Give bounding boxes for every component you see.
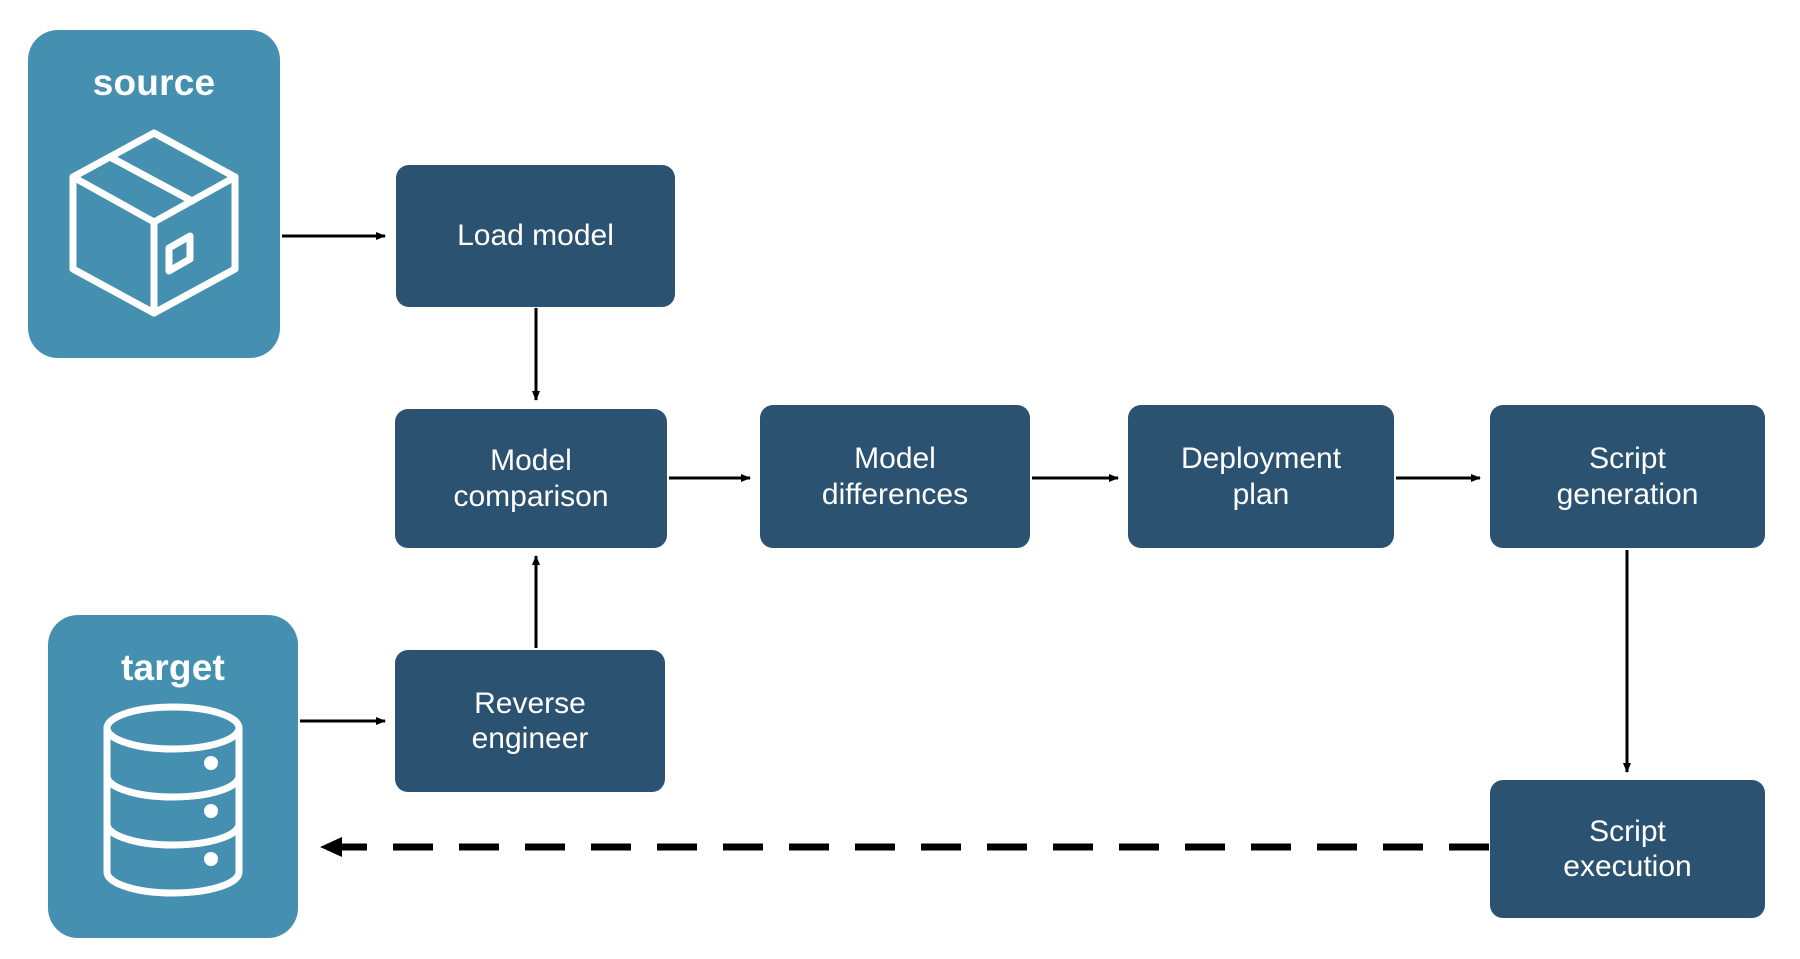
- process-script-execution[interactable]: Script execution: [1490, 780, 1765, 918]
- process-load-model[interactable]: Load model: [396, 165, 675, 307]
- package-box-icon: [59, 119, 249, 324]
- process-model-differences-label: Model differences: [821, 442, 969, 511]
- process-model-comparison[interactable]: Model comparison: [395, 409, 667, 548]
- process-script-execution-label: Script execution: [1563, 814, 1692, 883]
- process-deployment-plan[interactable]: Deployment plan: [1128, 405, 1394, 548]
- source-node-label: source: [92, 62, 216, 103]
- source-node[interactable]: source: [28, 30, 280, 358]
- process-model-differences[interactable]: Model differences: [760, 405, 1030, 548]
- process-reverse-engineer[interactable]: Reverse engineer: [395, 650, 665, 792]
- process-reverse-engineer-label: Reverse engineer: [471, 686, 589, 755]
- process-script-generation-label: Script generation: [1556, 442, 1699, 511]
- process-model-comparison-label: Model comparison: [453, 444, 609, 513]
- process-deployment-plan-label: Deployment plan: [1180, 442, 1342, 511]
- target-node[interactable]: target: [48, 615, 298, 938]
- target-node-label: target: [121, 646, 225, 688]
- process-load-model-label: Load model: [457, 219, 614, 253]
- database-cylinder-icon: [89, 700, 257, 905]
- process-script-generation[interactable]: Script generation: [1490, 405, 1765, 548]
